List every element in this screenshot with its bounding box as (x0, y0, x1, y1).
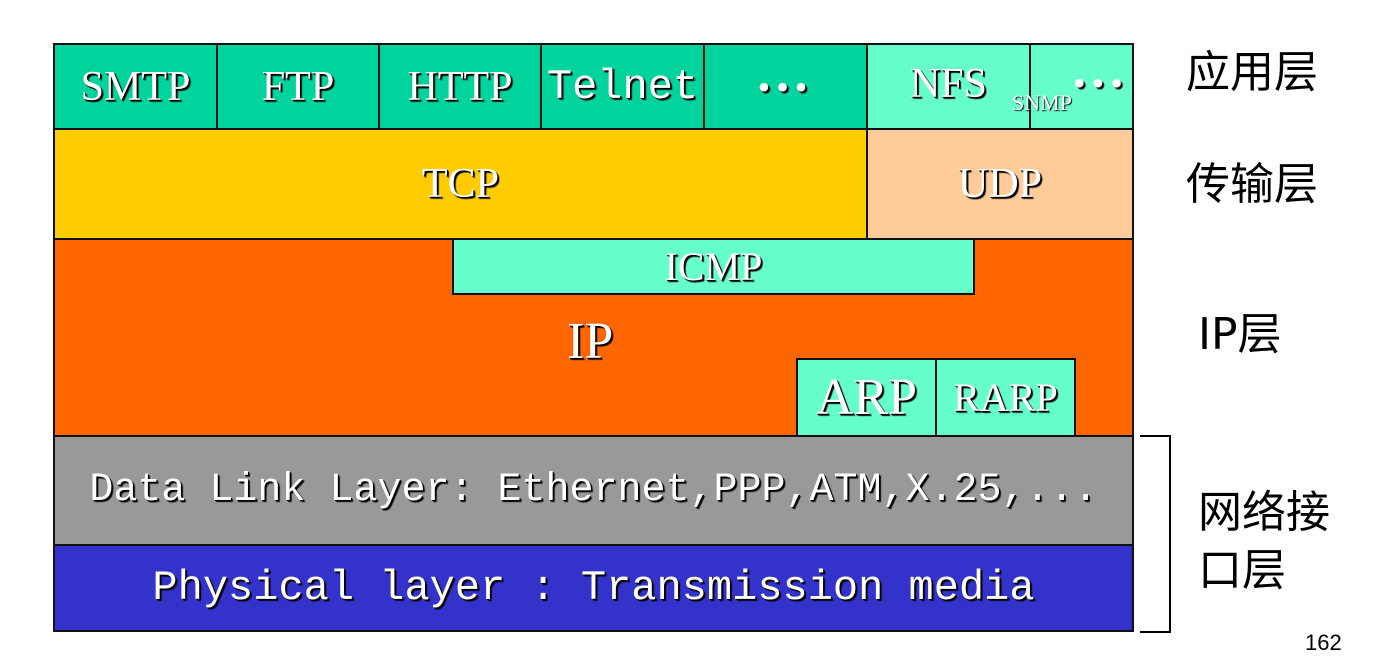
tcp-box: TCP (53, 128, 868, 240)
network-interface-bracket (1140, 435, 1171, 633)
udp-box: UDP (866, 128, 1134, 240)
snmp-label: SNMP (1012, 90, 1072, 115)
arp-label: ARP (815, 369, 918, 426)
smtp-label: SMTP (80, 63, 191, 110)
rarp-label: RARP (953, 375, 1058, 420)
network-interface-label-line2: 口层 (1198, 545, 1286, 596)
trailing-dots: ••• (1073, 63, 1129, 103)
http-box: HTTP (378, 43, 542, 130)
ftp-label: FTP (261, 63, 335, 110)
tcp-label: TCP (421, 161, 500, 207)
smtp-box: SMTP (53, 43, 218, 130)
nfs-box: NFS (866, 43, 1031, 130)
transport-layer-label: 传输层 (1186, 159, 1318, 210)
physical-label: Physical layer : Transmission media (152, 564, 1035, 612)
ellipsis-box: ••• (703, 43, 868, 130)
arp-box: ARP (796, 358, 937, 437)
application-layer-label: 应用层 (1186, 47, 1318, 98)
http-label: HTTP (407, 63, 513, 110)
icmp-label: ICMP (664, 244, 763, 289)
ftp-box: FTP (216, 43, 380, 130)
data-link-label: Data Link Layer: Ethernet,PPP,ATM,X.25,.… (89, 468, 1098, 513)
nfs-label: NFS (909, 60, 988, 107)
telnet-label: Telnet (546, 62, 699, 111)
ellipsis-label: ••• (757, 66, 814, 107)
udp-label: UDP (957, 161, 1043, 207)
ip-label: IP (567, 313, 614, 370)
network-interface-label-line1: 网络接 (1198, 487, 1330, 538)
rarp-box: RARP (935, 358, 1076, 437)
icmp-box: ICMP (452, 238, 975, 295)
telnet-box: Telnet (540, 43, 705, 130)
physical-box: Physical layer : Transmission media (53, 544, 1134, 632)
page-number: 162 (1305, 630, 1342, 655)
ip-layer-label: IP层 (1198, 309, 1282, 360)
data-link-box: Data Link Layer: Ethernet,PPP,ATM,X.25,.… (53, 435, 1134, 546)
snmp-box (1029, 43, 1134, 130)
